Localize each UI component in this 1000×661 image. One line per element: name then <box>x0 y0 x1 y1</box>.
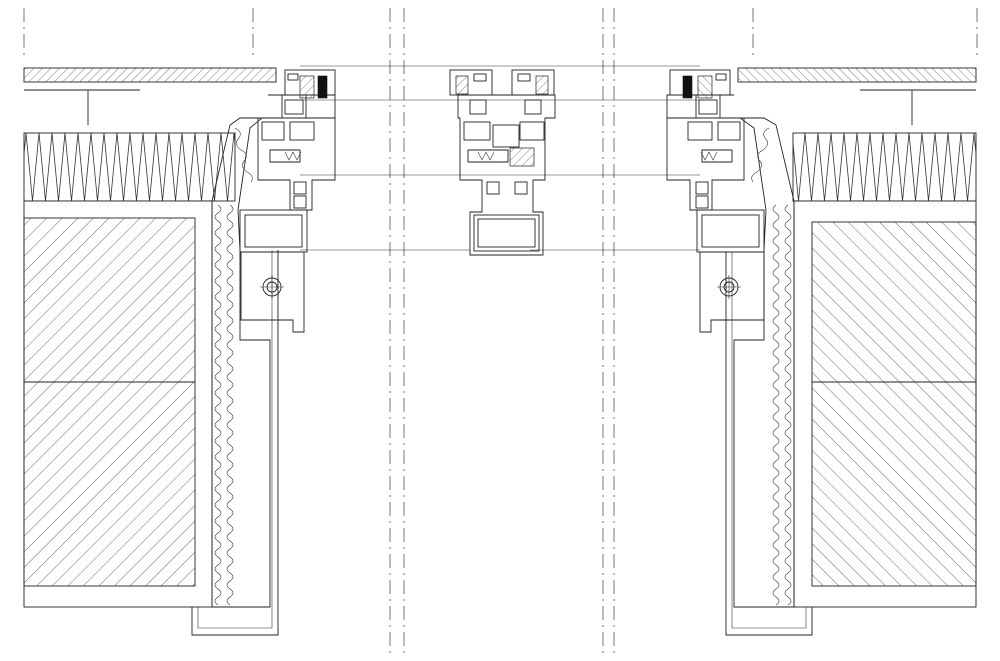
mineral-wool-strip-left <box>211 117 271 608</box>
insulation-band-left <box>23 132 236 202</box>
grid-axis-lines <box>23 8 978 655</box>
mineral-wool-strip-right <box>733 117 795 608</box>
glass-reference-lines <box>300 65 700 251</box>
glass-unit-right <box>669 69 731 99</box>
masonry-column-right <box>793 200 977 608</box>
mullion-left <box>239 94 336 253</box>
glass-unit-center-right <box>511 69 555 96</box>
masonry-column-left <box>23 200 213 608</box>
wall-ceiling-right <box>737 67 977 125</box>
end-flashing-right <box>725 252 813 636</box>
insulation-band-right <box>792 132 977 202</box>
bracket-left <box>240 251 305 333</box>
mullion-center <box>457 94 556 256</box>
glass-unit-center-left <box>449 69 493 96</box>
end-flashing-left <box>191 250 279 636</box>
mullion-right <box>666 94 765 253</box>
glass-unit-left <box>284 69 336 99</box>
wall-ceiling-left <box>23 67 277 125</box>
